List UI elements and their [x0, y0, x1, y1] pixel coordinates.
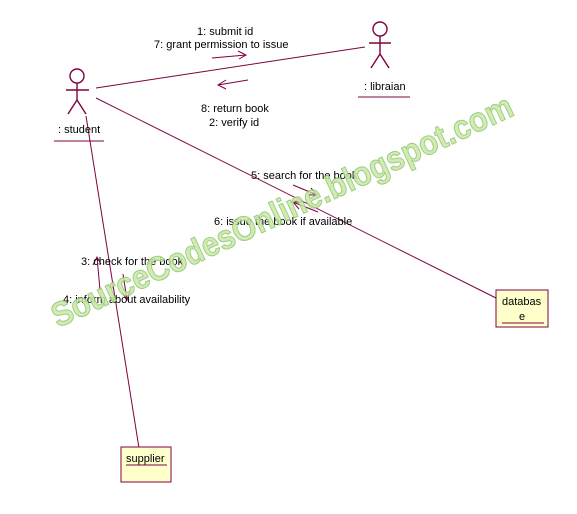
message-submit-id: 1: submit id	[197, 26, 253, 38]
message-grant-permission: 7: grant permission to issue	[154, 39, 289, 51]
link-student-supplier	[85, 115, 140, 449]
student-actor-icon	[66, 68, 89, 115]
link-student-database	[95, 97, 499, 300]
database-label-line1: databas	[502, 296, 542, 308]
arrow-check-book	[92, 255, 102, 291]
database-label-line2: e	[519, 311, 525, 323]
link-student-librarian	[95, 46, 366, 89]
arrow-inform-availability	[121, 273, 131, 302]
arrow-issue-book	[291, 201, 319, 213]
message-check-book: 3: check for the book	[81, 256, 184, 268]
arrow-search-book	[292, 184, 319, 196]
message-return-book: 8: return book	[201, 103, 269, 115]
message-issue-book: 6: issue the book if available	[214, 216, 352, 228]
message-inform-availability: 4: inform about availability	[63, 294, 191, 306]
librarian-actor-icon	[369, 21, 391, 69]
arrow-return-book	[216, 79, 249, 90]
database-object	[495, 289, 549, 328]
message-search-book: 5: search for the book	[251, 170, 358, 182]
student-label: : student	[58, 124, 100, 136]
watermark: SourceCodesOnline.blogspot.com	[45, 87, 519, 335]
supplier-label: supplier	[126, 453, 165, 465]
arrow-submit-id	[211, 50, 248, 60]
librarian-label: : libraian	[364, 81, 406, 93]
message-verify-id: 2: verify id	[209, 117, 259, 129]
